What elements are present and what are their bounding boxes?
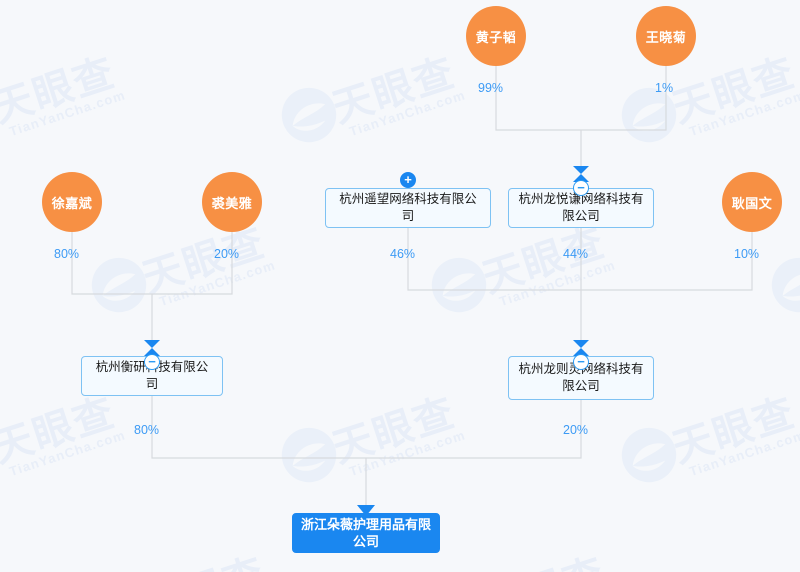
edge-label-qiu-to-hengyan: 20% <box>214 247 240 261</box>
watermark-text-cn: 天眼查 <box>0 50 121 132</box>
tianyancha-logo <box>431 257 487 313</box>
person-node-qiu-meiya[interactable]: 裘美雅 <box>202 172 262 232</box>
edge-label-wang-to-longyueqian: 1% <box>655 81 674 95</box>
company-label: 浙江朵薇护理用品有限公司 <box>301 517 432 549</box>
tianyancha-logo <box>281 427 337 483</box>
watermark-text-en: TianYanCha.com <box>687 87 800 139</box>
watermark-text-cn: 天眼查 <box>474 540 612 572</box>
watermark-text-en: TianYanCha.com <box>7 427 128 479</box>
person-label: 裘美雅 <box>211 195 253 211</box>
watermark-text-en: TianYanCha.com <box>687 427 800 479</box>
person-node-geng-guowen[interactable]: 耿国文 <box>722 172 782 232</box>
person-node-huang-zitao[interactable]: 黄子韬 <box>466 6 526 66</box>
expand-button-yaowang[interactable]: + <box>400 172 416 188</box>
watermark-text-en: TianYanCha.com <box>347 427 468 479</box>
edge-label-huang-to-longyueqian: 99% <box>478 81 504 95</box>
person-label: 王晓菊 <box>645 29 687 45</box>
edge-label-yaowang-to-longzeling: 46% <box>390 247 416 261</box>
tianyancha-logo <box>621 427 677 483</box>
collapse-button-longyueqian[interactable]: − <box>573 180 589 196</box>
person-label: 耿国文 <box>731 195 773 211</box>
plus-icon: + <box>404 171 412 187</box>
person-label: 徐嘉斌 <box>51 195 93 211</box>
watermark-text-en: TianYanCha.com <box>497 257 618 309</box>
watermark-text-en: TianYanCha.com <box>7 87 128 139</box>
edge-label-longzeling-to-duowei: 20% <box>563 423 589 437</box>
edge-label-hengyan-to-duowei: 80% <box>134 423 160 437</box>
minus-icon: − <box>148 353 156 369</box>
person-node-xu-jiabin[interactable]: 徐嘉斌 <box>42 172 102 232</box>
tianyancha-logo <box>281 87 337 143</box>
tianyancha-logo <box>91 257 147 313</box>
tianyancha-logo <box>771 257 800 313</box>
edge-label-longyueqian-to-longzeling: 44% <box>563 247 589 261</box>
company-node-duowei-root[interactable]: 浙江朵薇护理用品有限公司 <box>292 513 440 553</box>
person-node-wang-xiaoju[interactable]: 王晓菊 <box>636 6 696 66</box>
minus-icon: − <box>577 179 585 195</box>
company-label: 杭州遥望网络科技有限公司 <box>339 192 477 223</box>
watermark-text-cn: 天眼查 <box>667 390 800 472</box>
watermark-text-cn: 天眼查 <box>327 390 461 472</box>
person-label: 黄子韬 <box>475 29 517 45</box>
watermark-text-en: TianYanCha.com <box>157 257 278 309</box>
company-label: 杭州龙悦谦网络科技有限公司 <box>518 192 644 223</box>
collapse-button-hengyan[interactable]: − <box>144 354 160 370</box>
edge-label-xu-to-hengyan: 80% <box>54 247 80 261</box>
edge-label-geng-to-longzeling: 10% <box>734 247 760 261</box>
watermark-text-en: TianYanCha.com <box>347 87 468 139</box>
collapse-button-longzeling[interactable]: − <box>573 354 589 370</box>
watermark-text-cn: 天眼查 <box>134 540 272 572</box>
company-node-yaowang[interactable]: 杭州遥望网络科技有限公司 <box>325 188 491 228</box>
minus-icon: − <box>577 353 585 369</box>
watermark-text-cn: 天眼查 <box>327 50 461 132</box>
